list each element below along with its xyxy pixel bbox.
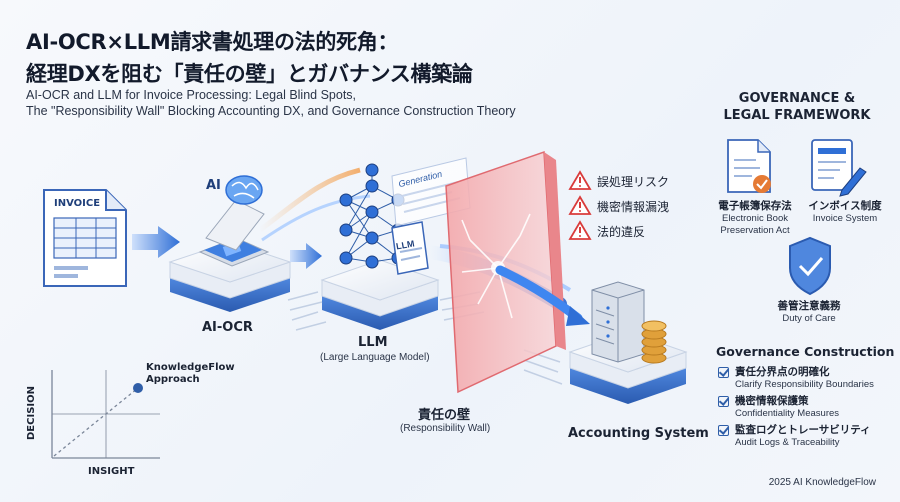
checkbox-icon [718,396,729,407]
insight-decision-quadrant [51,370,160,459]
llm-document-icon [391,221,429,275]
page-title-line2: 経理DXを阻む「責任の壁」とガバナンス構築論 [26,62,473,86]
gov-item-ebook-en1: Electronic Book [721,213,788,224]
construction-title: Governance Construction [716,344,895,359]
knowledgeflow-label-line1: KnowledgeFlow [146,362,235,373]
subtitle-line2: The "Responsibility Wall" Blocking Accou… [26,104,516,118]
knowledgeflow-point [133,383,143,393]
invoice-document [43,189,127,287]
knowledgeflow-label: KnowledgeFlow Approach [146,362,235,386]
risk-item-data-leak: 機密情報漏洩 [597,200,670,214]
brain-icon [225,175,263,205]
document-check-icon [727,139,771,193]
construction-item-en: Audit Logs & Traceability [735,437,840,448]
gov-item-invoice-en: Invoice System [812,213,878,224]
checkbox-icon [718,425,729,436]
gov-item-ebook-jp: 電子帳簿保存法 [718,200,792,212]
page-title-line1: AI-OCR×LLM請求書処理の法的死角： [26,30,399,54]
shield-check-icon [789,236,831,296]
construction-item-en: Clarify Responsibility Boundaries [735,379,874,390]
accounting-system-label: Accounting System [568,426,709,441]
wall-label: 責任の壁 [418,408,471,423]
coins-icon [641,320,667,364]
llm-label: LLM [358,335,388,350]
gov-item-invoice: インボイス制度 Invoice System [800,198,890,225]
gov-item-duty-jp: 善管注意義務 [777,300,841,312]
footer-credit: 2025 AI KnowledgeFlow [768,477,876,488]
invoice-label: INVOICE [54,198,101,209]
invoice-edit-icon [811,139,867,197]
x-axis-label: INSIGHT [88,466,135,477]
gov-item-duty-en: Duty of Care [782,313,836,324]
gov-item-ebook: 電子帳簿保存法 Electronic Book Preservation Act [700,198,810,237]
y-axis-label: DECISION [26,386,37,440]
governance-title-line2: LEGAL FRAMEWORK [723,108,871,123]
knowledgeflow-label-line2: Approach [146,374,200,385]
construction-item-jp: 責任分界点の明確化 [735,366,830,378]
governance-title-line1: GOVERNANCE & [738,91,856,106]
ai-ocr-platform [168,199,292,312]
gov-item-duty: 善管注意義務 Duty of Care [754,298,864,325]
ai-label: AI [206,178,221,193]
construction-item-jp: 監査ログとトレーサビリティ [735,424,871,436]
subtitle-line1: AI-OCR and LLM for Invoice Processing: L… [26,88,357,102]
governance-title: GOVERNANCE & LEGAL FRAMEWORK [722,90,872,124]
server-icon [591,281,645,363]
risk-item-misprocessing: 誤処理リスク [597,175,670,189]
gov-item-ebook-en2: Preservation Act [720,225,790,236]
llm-platform [320,259,440,330]
construction-item-jp: 機密情報保護策 [735,395,809,407]
ai-ocr-label: AI-OCR [202,320,253,335]
wall-sublabel: (Responsibility Wall) [400,423,491,434]
construction-item-en: Confidentiality Measures [735,408,840,419]
llm-sublabel: (Large Language Model) [320,352,430,363]
warning-icon [568,170,592,240]
risk-item-legal-violation: 法的違反 [597,225,646,239]
checkbox-icon [718,367,729,378]
gov-item-invoice-jp: インボイス制度 [808,200,882,212]
